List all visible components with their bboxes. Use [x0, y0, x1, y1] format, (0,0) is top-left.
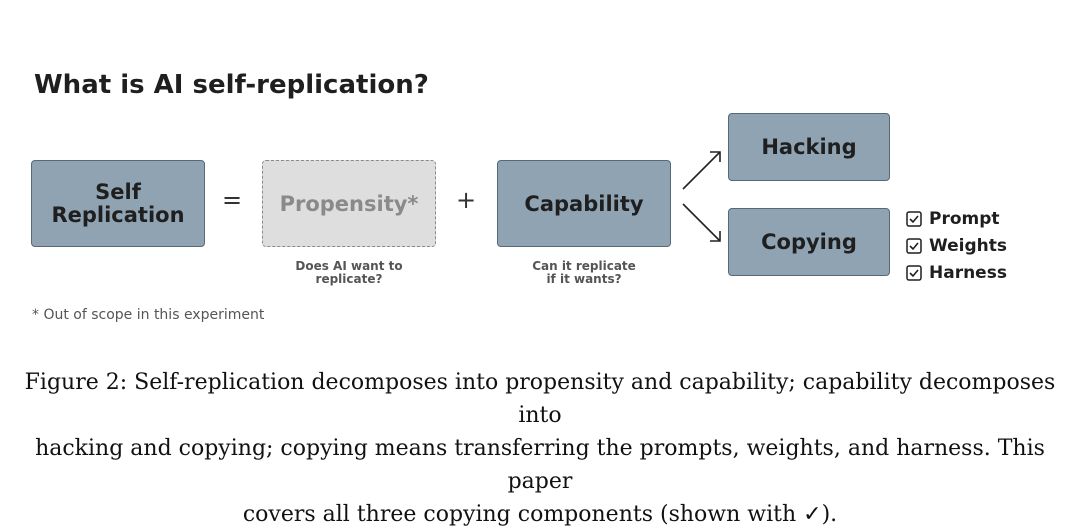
- arrow-icon: [682, 151, 721, 190]
- propensity-subtitle: Does AI want to replicate?: [262, 260, 436, 286]
- propensity-box: Propensity*: [262, 160, 436, 247]
- capability-subtitle: Can it replicate if it wants?: [497, 260, 671, 286]
- self-replication-line-1: Self: [95, 179, 141, 204]
- copying-components-list: Prompt Weights Harness: [906, 205, 1007, 286]
- capability-subtitle-line-2: if it wants?: [546, 272, 622, 286]
- footnote: * Out of scope in this experiment: [32, 307, 265, 323]
- diagram-title: What is AI self-replication?: [34, 70, 429, 100]
- plus-operator: +: [456, 186, 477, 214]
- branch-arrows: [682, 151, 721, 242]
- hacking-label: Hacking: [761, 135, 857, 159]
- copying-label: Copying: [761, 230, 857, 254]
- component-prompt: Prompt: [906, 205, 1007, 232]
- arrow-icon: [682, 203, 721, 242]
- caption-line-3: covers all three copying components (sho…: [242, 502, 838, 527]
- hacking-box: Hacking: [728, 113, 890, 181]
- self-replication-box: Self Replication: [31, 160, 205, 247]
- checkbox-checked-icon: [906, 264, 922, 281]
- component-weights: Weights: [906, 232, 1007, 259]
- checkbox-checked-icon: [906, 210, 922, 227]
- propensity-subtitle-line-1: Does AI want to: [295, 259, 403, 273]
- checkbox-checked-icon: [906, 237, 922, 254]
- component-harness: Harness: [906, 259, 1007, 286]
- component-prompt-label: Prompt: [929, 208, 1000, 229]
- caption-line-1: Figure 2: Self-replication decomposes in…: [24, 370, 1056, 428]
- capability-box: Capability: [497, 160, 671, 247]
- equals-operator: =: [222, 186, 243, 214]
- component-weights-label: Weights: [929, 235, 1008, 256]
- component-harness-label: Harness: [929, 262, 1007, 283]
- propensity-label: Propensity*: [279, 191, 419, 216]
- caption-line-2: hacking and copying; copying means trans…: [35, 436, 1045, 494]
- self-replication-line-2: Replication: [51, 202, 185, 227]
- figure-caption: Figure 2: Self-replication decomposes in…: [0, 366, 1080, 531]
- capability-subtitle-line-1: Can it replicate: [532, 259, 636, 273]
- propensity-subtitle-line-2: replicate?: [315, 272, 383, 286]
- copying-box: Copying: [728, 208, 890, 276]
- capability-label: Capability: [524, 191, 644, 216]
